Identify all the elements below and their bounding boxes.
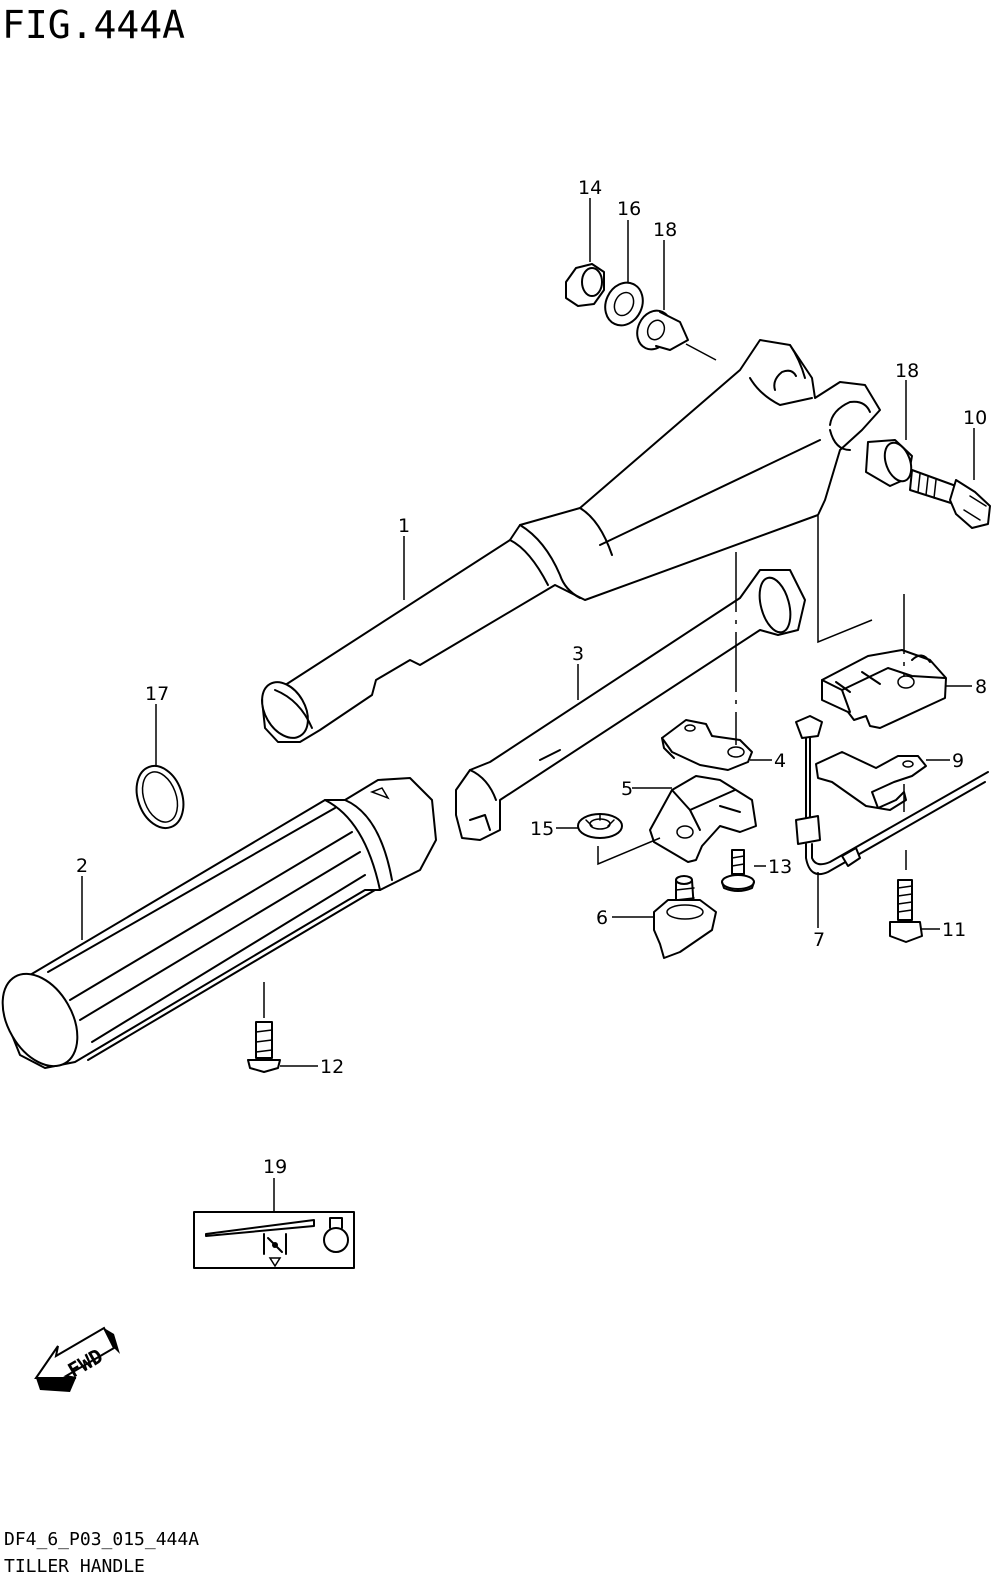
callout-7: 7 [813,929,825,951]
screw-icon[interactable] [247,1021,281,1073]
tiller-handle-icon[interactable] [253,339,881,746]
guide-block-icon[interactable] [821,649,947,729]
throttle-grip-icon[interactable] [0,777,437,1079]
fwd-arrow-icon: FWD [34,1326,120,1392]
washer-icon[interactable] [598,276,649,331]
leader-lines [81,198,975,1212]
figure-title: FIG.444A [2,3,185,47]
callout-19: 19 [263,1156,287,1178]
figure-name: TILLER HANDLE [4,1556,145,1577]
callout-1: 1 [398,515,410,537]
bolt-icon[interactable] [889,879,923,943]
callout-13: 13 [768,856,792,878]
callout-10: 10 [963,407,987,429]
cable-plate-icon[interactable] [815,751,927,811]
callout-2: 2 [76,855,88,877]
callout-3: 3 [572,643,584,665]
callout-11: 11 [942,919,966,941]
callout-18: 18 [653,219,677,241]
cable-icon[interactable] [795,715,989,876]
callout-15: 15 [530,818,554,840]
bracket-icon[interactable] [649,775,757,863]
callout-16: 16 [617,198,641,220]
callout-5: 5 [621,778,633,800]
callout-14: 14 [578,177,602,199]
throttle-shaft-icon[interactable] [455,569,806,841]
throttle-label-icon[interactable] [193,1211,355,1269]
callout-9: 9 [952,750,964,772]
callout-18: 18 [895,360,919,382]
callout-12: 12 [320,1056,344,1078]
nut-icon[interactable] [565,263,605,307]
callout-6: 6 [596,907,608,929]
bushing-icon[interactable] [865,439,916,487]
figure-code: DF4_6_P03_015_444A [4,1529,199,1550]
bushing-icon[interactable] [631,305,689,355]
callout-4: 4 [774,750,786,772]
plate-icon[interactable] [661,719,753,771]
bolt-icon[interactable] [909,469,991,529]
screw-icon[interactable] [721,849,755,892]
callout-17: 17 [145,683,169,705]
friction-knob-icon[interactable] [653,875,717,959]
clip-washer-icon[interactable] [577,813,623,839]
callout-8: 8 [975,676,987,698]
callout-labels: 14 16 18 18 10 1 3 8 17 4 9 5 15 2 13 6 … [76,177,987,1178]
o-ring-icon[interactable] [128,759,191,834]
